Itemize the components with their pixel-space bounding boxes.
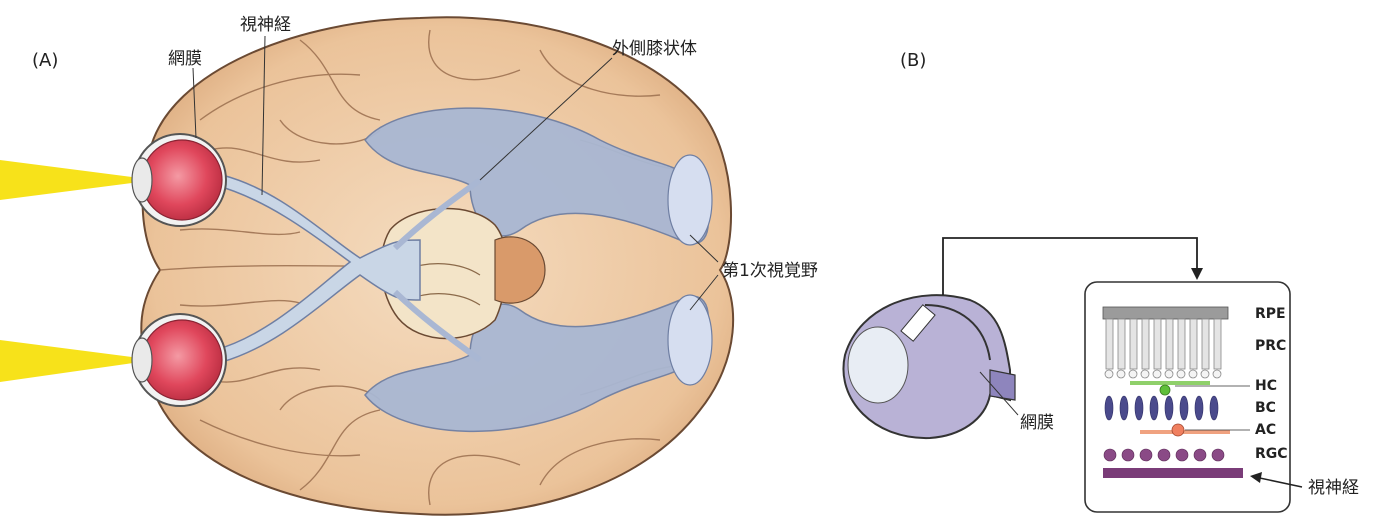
label-rpe: RPE (1255, 306, 1286, 322)
zoom-arrowhead (1191, 268, 1203, 280)
label-v1: 第1次視覚野 (722, 261, 818, 281)
label-rgc: RGC (1255, 446, 1288, 462)
panel-b: (B) 網膜 (843, 50, 1359, 512)
panel-a-label: (A) (32, 50, 58, 71)
rpe-layer (1103, 307, 1228, 319)
eyeball-upper (132, 134, 226, 226)
ac-layer (1140, 430, 1230, 434)
eye-cross-section (843, 295, 1015, 438)
label-optic-nerve-b: 視神経 (1308, 478, 1359, 498)
light-beam-lower (0, 340, 140, 382)
label-hc: HC (1255, 378, 1277, 394)
panel-b-label: (B) (900, 50, 926, 71)
eyeball-lower (132, 314, 226, 406)
label-retina-a: 網膜 (168, 49, 202, 69)
panel-a: (A) (0, 15, 818, 515)
label-prc: PRC (1255, 338, 1286, 354)
label-bc: BC (1255, 400, 1276, 416)
label-retina-b: 網膜 (1020, 413, 1054, 433)
hc-layer (1130, 381, 1210, 385)
label-lgn: 外側膝状体 (612, 39, 697, 59)
label-optic-nerve-a: 視神経 (240, 15, 291, 35)
label-ac: AC (1255, 422, 1276, 438)
visual-cortex-lower (668, 295, 712, 385)
optic-nerve-fiber-layer (1103, 468, 1243, 478)
visual-cortex-upper (668, 155, 712, 245)
light-beam-upper (0, 160, 140, 200)
